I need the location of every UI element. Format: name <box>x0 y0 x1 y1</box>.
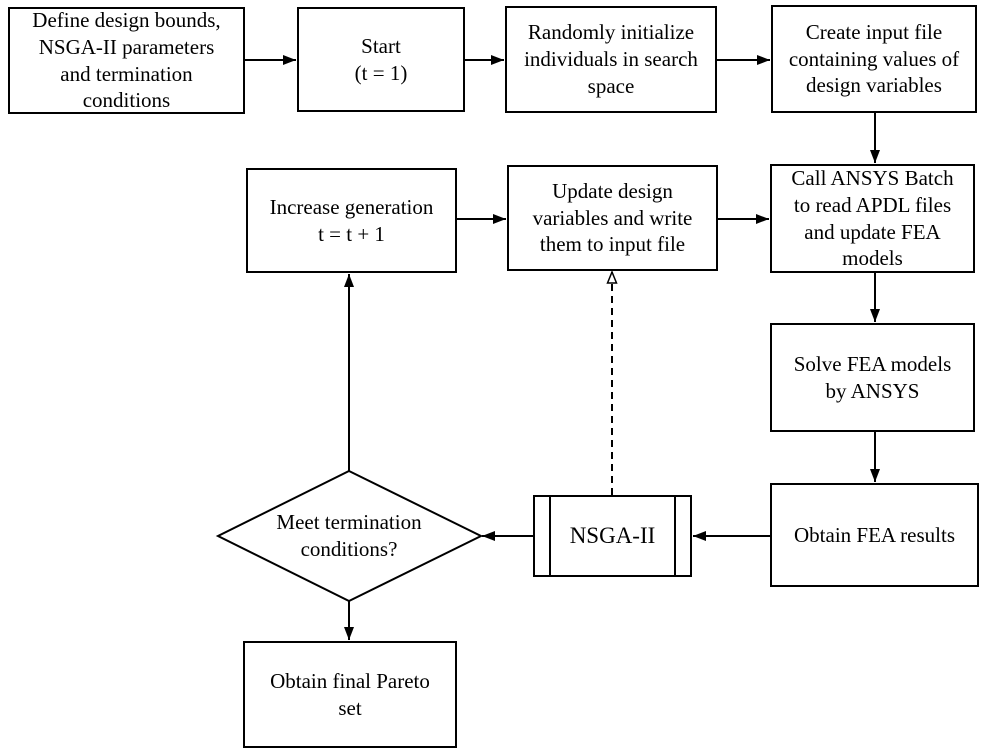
node-define-design-bounds: Define design bounds, NSGA-II parameters… <box>8 7 245 114</box>
node-obtain-fea-results: Obtain FEA results <box>770 483 979 587</box>
node-nsga2-subroutine: NSGA-II <box>533 495 692 577</box>
node-start: Start (t = 1) <box>297 7 465 112</box>
node-randomly-initialize: Randomly initialize individuals in searc… <box>505 6 717 113</box>
node-create-input-file: Create input file containing values of d… <box>771 5 977 113</box>
node-solve-fea-models: Solve FEA models by ANSYS <box>770 323 975 432</box>
node-decision-meet-termination: Meet termination conditions? <box>276 510 422 561</box>
nsga2-label: NSGA-II <box>569 523 656 549</box>
node-update-design-variables: Update design variables and write them t… <box>507 165 718 271</box>
node-call-ansys-batch: Call ANSYS Batch to read APDL files and … <box>770 164 975 273</box>
node-increase-generation: Increase generation t = t + 1 <box>246 168 457 273</box>
subroutine-right-bar <box>674 497 676 575</box>
subroutine-left-bar <box>549 497 551 575</box>
node-obtain-final-pareto-set: Obtain final Pareto set <box>243 641 457 748</box>
